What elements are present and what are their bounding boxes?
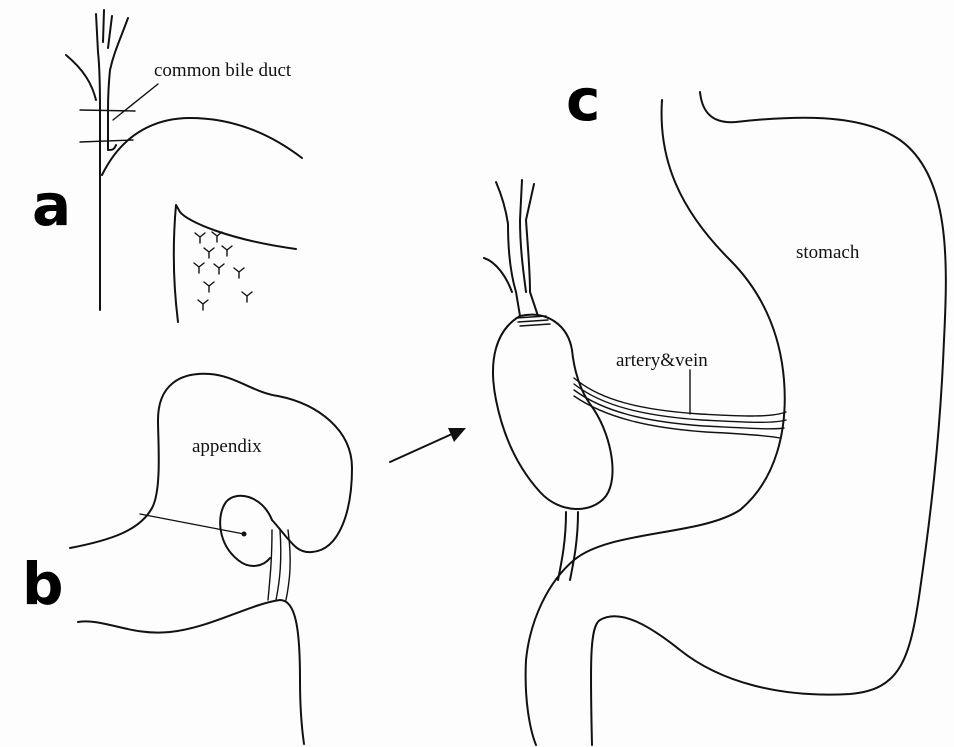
panel-b: [70, 374, 352, 744]
appendix-outline: [70, 374, 352, 552]
panel-label-c: c: [566, 66, 600, 134]
label-appendix: appendix: [192, 436, 262, 457]
label-artery-vein: artery&vein: [616, 350, 708, 371]
gallbladder: [493, 315, 613, 509]
panel-c: [484, 92, 946, 745]
duct-branches-c: [484, 180, 538, 316]
artery-vein-vessels: [574, 378, 786, 438]
transition-arrow: [390, 428, 466, 462]
label-stomach: stomach: [796, 242, 860, 263]
liver-wedge: [174, 205, 296, 322]
liver-edge-curve: [102, 118, 302, 175]
duct-branches: [66, 10, 128, 110]
label-common-bile-duct: common bile duct: [154, 60, 292, 81]
appendix-pointer-dot: [242, 532, 247, 537]
duct-trunk: [100, 110, 116, 310]
panel-label-a: a: [32, 171, 71, 239]
bile-duct-pointer: [113, 84, 158, 120]
panel-label-b: b: [22, 550, 64, 618]
appendix-pointer: [140, 514, 244, 534]
cystic-duct: [558, 512, 578, 580]
appendix-vessels: [268, 530, 290, 600]
panel-a: [66, 10, 302, 322]
liver-stipple: [194, 232, 252, 310]
bowel-contour: [78, 600, 304, 744]
